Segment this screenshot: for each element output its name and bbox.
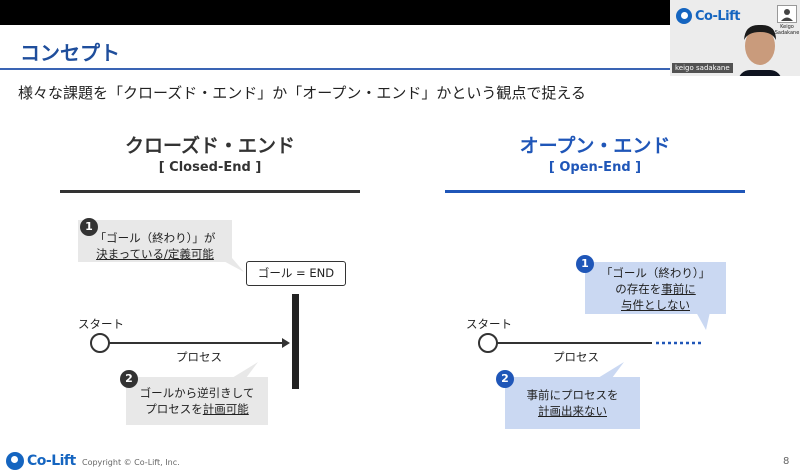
open-end-rule [445,190,745,193]
open-callout-1-number: 1 [576,255,594,273]
closed-callout-2-number: 2 [120,370,138,388]
self-view-avatar[interactable] [777,5,797,23]
open-start-node [478,333,498,353]
presenter-name-tag: keigo sadakane [672,63,733,73]
footer-logo-text: Co-Lift [27,453,76,469]
top-bar [0,0,800,25]
top-logo-text: Co-Lift [695,8,740,24]
closed-callout2-tail [232,362,258,378]
closed-process-arrowhead [282,338,290,348]
open-callout-1-line3: 与件としない [621,298,690,312]
page-title: コンセプト [20,41,120,65]
open-callout-1-line2: の存在を事前に [615,282,696,296]
closed-goal-bar [292,294,299,389]
open-callout2-tail [598,362,624,378]
copyright-text: Copyright © Co-Lift, Inc. [82,458,180,467]
footer-logo-icon [6,452,24,470]
open-end-title: オープン・エンド [519,135,671,157]
open-callout1-tail [696,312,710,330]
top-logo: Co-Lift [676,6,740,26]
closed-process-label: プロセス [176,350,222,364]
closed-callout-2-line1: ゴールから逆引きして [139,386,255,400]
open-end-subtitle: [ Open-End ] [548,160,642,175]
closed-end-rule [60,190,360,193]
open-callout-1-line1: 「ゴール（終わり）」 [600,266,711,280]
footer-logo: Co-Lift [6,452,76,470]
closed-callout-2-line2: プロセスを計画可能 [145,402,249,416]
presenter-video-image [739,24,781,76]
page-number: 8 [783,456,790,467]
open-callout-1: 「ゴール（終わり）」 の存在を事前に 与件としない [585,262,726,314]
co-lift-logo-icon [676,8,692,24]
closed-callout-1-number: 1 [80,218,98,236]
closed-callout-1: 「ゴール（終わり）」が 決まっている/定義可能 [78,220,232,262]
open-start-label: スタート [466,317,512,331]
closed-callout-1-line2: 決まっている/定義可能 [96,247,214,261]
closed-start-label: スタート [78,317,124,331]
open-process-label: プロセス [553,350,599,364]
open-callout-2-line2: 計画出来ない [538,404,607,418]
closed-end-subtitle: [ Closed-End ] [158,160,262,175]
open-callout-2-number: 2 [496,370,514,388]
open-callout-2-line1: 事前にプロセスを [526,388,619,402]
open-callout-2: 事前にプロセスを 計画出来ない [505,377,640,429]
closed-callout-1-line1: 「ゴール（終わり）」が [94,231,216,245]
title-underline [0,68,670,70]
avatar-icon [781,9,793,21]
closed-goal-box: ゴール = END [246,261,346,286]
closed-start-node [90,333,110,353]
slide-subtitle: 様々な課題を「クローズド・エンド」か「オープン・エンド」かという観点で捉える [18,84,586,102]
self-view-name: Keigo Sadakane [774,24,800,36]
closed-end-title: クローズド・エンド [124,135,296,157]
closed-callout-2: ゴールから逆引きして プロセスを計画可能 [126,377,268,425]
